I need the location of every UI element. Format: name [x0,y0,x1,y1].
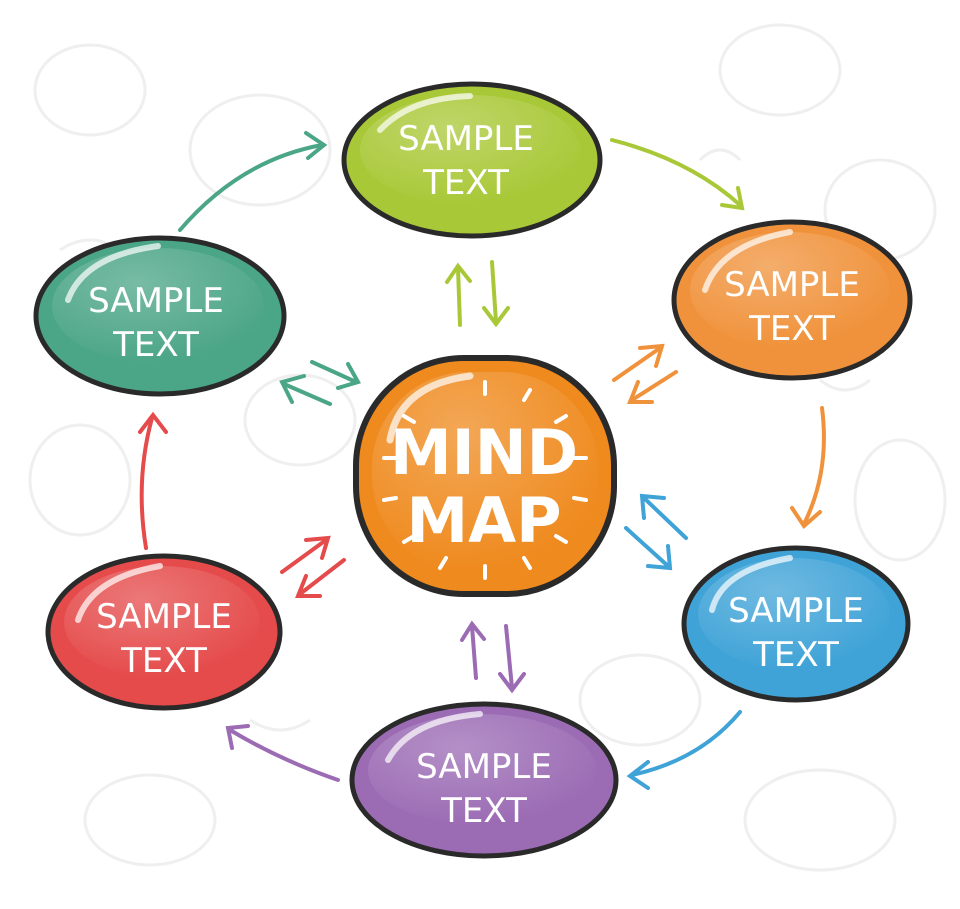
node-upper-right[interactable]: SAMPLE TEXT [671,219,913,381]
center-title-line1: MIND [390,416,578,489]
node-lower-left[interactable]: SAMPLE TEXT [45,553,283,711]
center-title-line2: MAP [406,484,561,557]
node-upper-left-line2: TEXT [112,325,199,365]
center-sunburst-ticks [382,380,588,580]
node-bottom[interactable]: SAMPLE TEXT [349,701,619,859]
cycle-arrow-bottom-to-lower-left [225,724,340,782]
node-lower-right-line1: SAMPLE [728,591,864,631]
link-arrows-lower-right [624,493,688,571]
node-top[interactable]: SAMPLE TEXT [341,81,603,239]
node-lower-right-line2: TEXT [752,635,839,675]
link-arrows-lower-left [280,535,346,598]
node-top-line1: SAMPLE [398,119,534,159]
cycle-arrow-upper-right-to-lower-right [790,406,826,530]
node-top-line2: TEXT [422,163,509,203]
node-upper-right-line2: TEXT [748,309,835,349]
node-bottom-line1: SAMPLE [416,747,552,787]
link-arrows-upper-left [279,360,361,406]
cycle-arrow-upper-left-to-top [178,131,328,232]
cycle-arrow-lower-left-to-upper-left [138,411,168,550]
link-arrows-bottom [460,620,526,694]
node-lower-left-line2: TEXT [120,641,207,681]
link-arrows-top [445,260,510,328]
node-upper-right-line1: SAMPLE [724,265,860,305]
node-lower-left-line1: SAMPLE [96,597,232,637]
link-arrows-upper-right [612,343,678,404]
cycle-arrow-top-to-upper-right [610,138,745,211]
cycle-arrow-lower-right-to-bottom [626,710,742,790]
node-upper-left[interactable]: SAMPLE TEXT [33,235,287,397]
node-lower-right[interactable]: SAMPLE TEXT [681,545,911,703]
node-bottom-line2: TEXT [440,791,527,831]
node-upper-left-line1: SAMPLE [88,281,224,321]
center-node[interactable]: MIND MAP [353,355,617,597]
